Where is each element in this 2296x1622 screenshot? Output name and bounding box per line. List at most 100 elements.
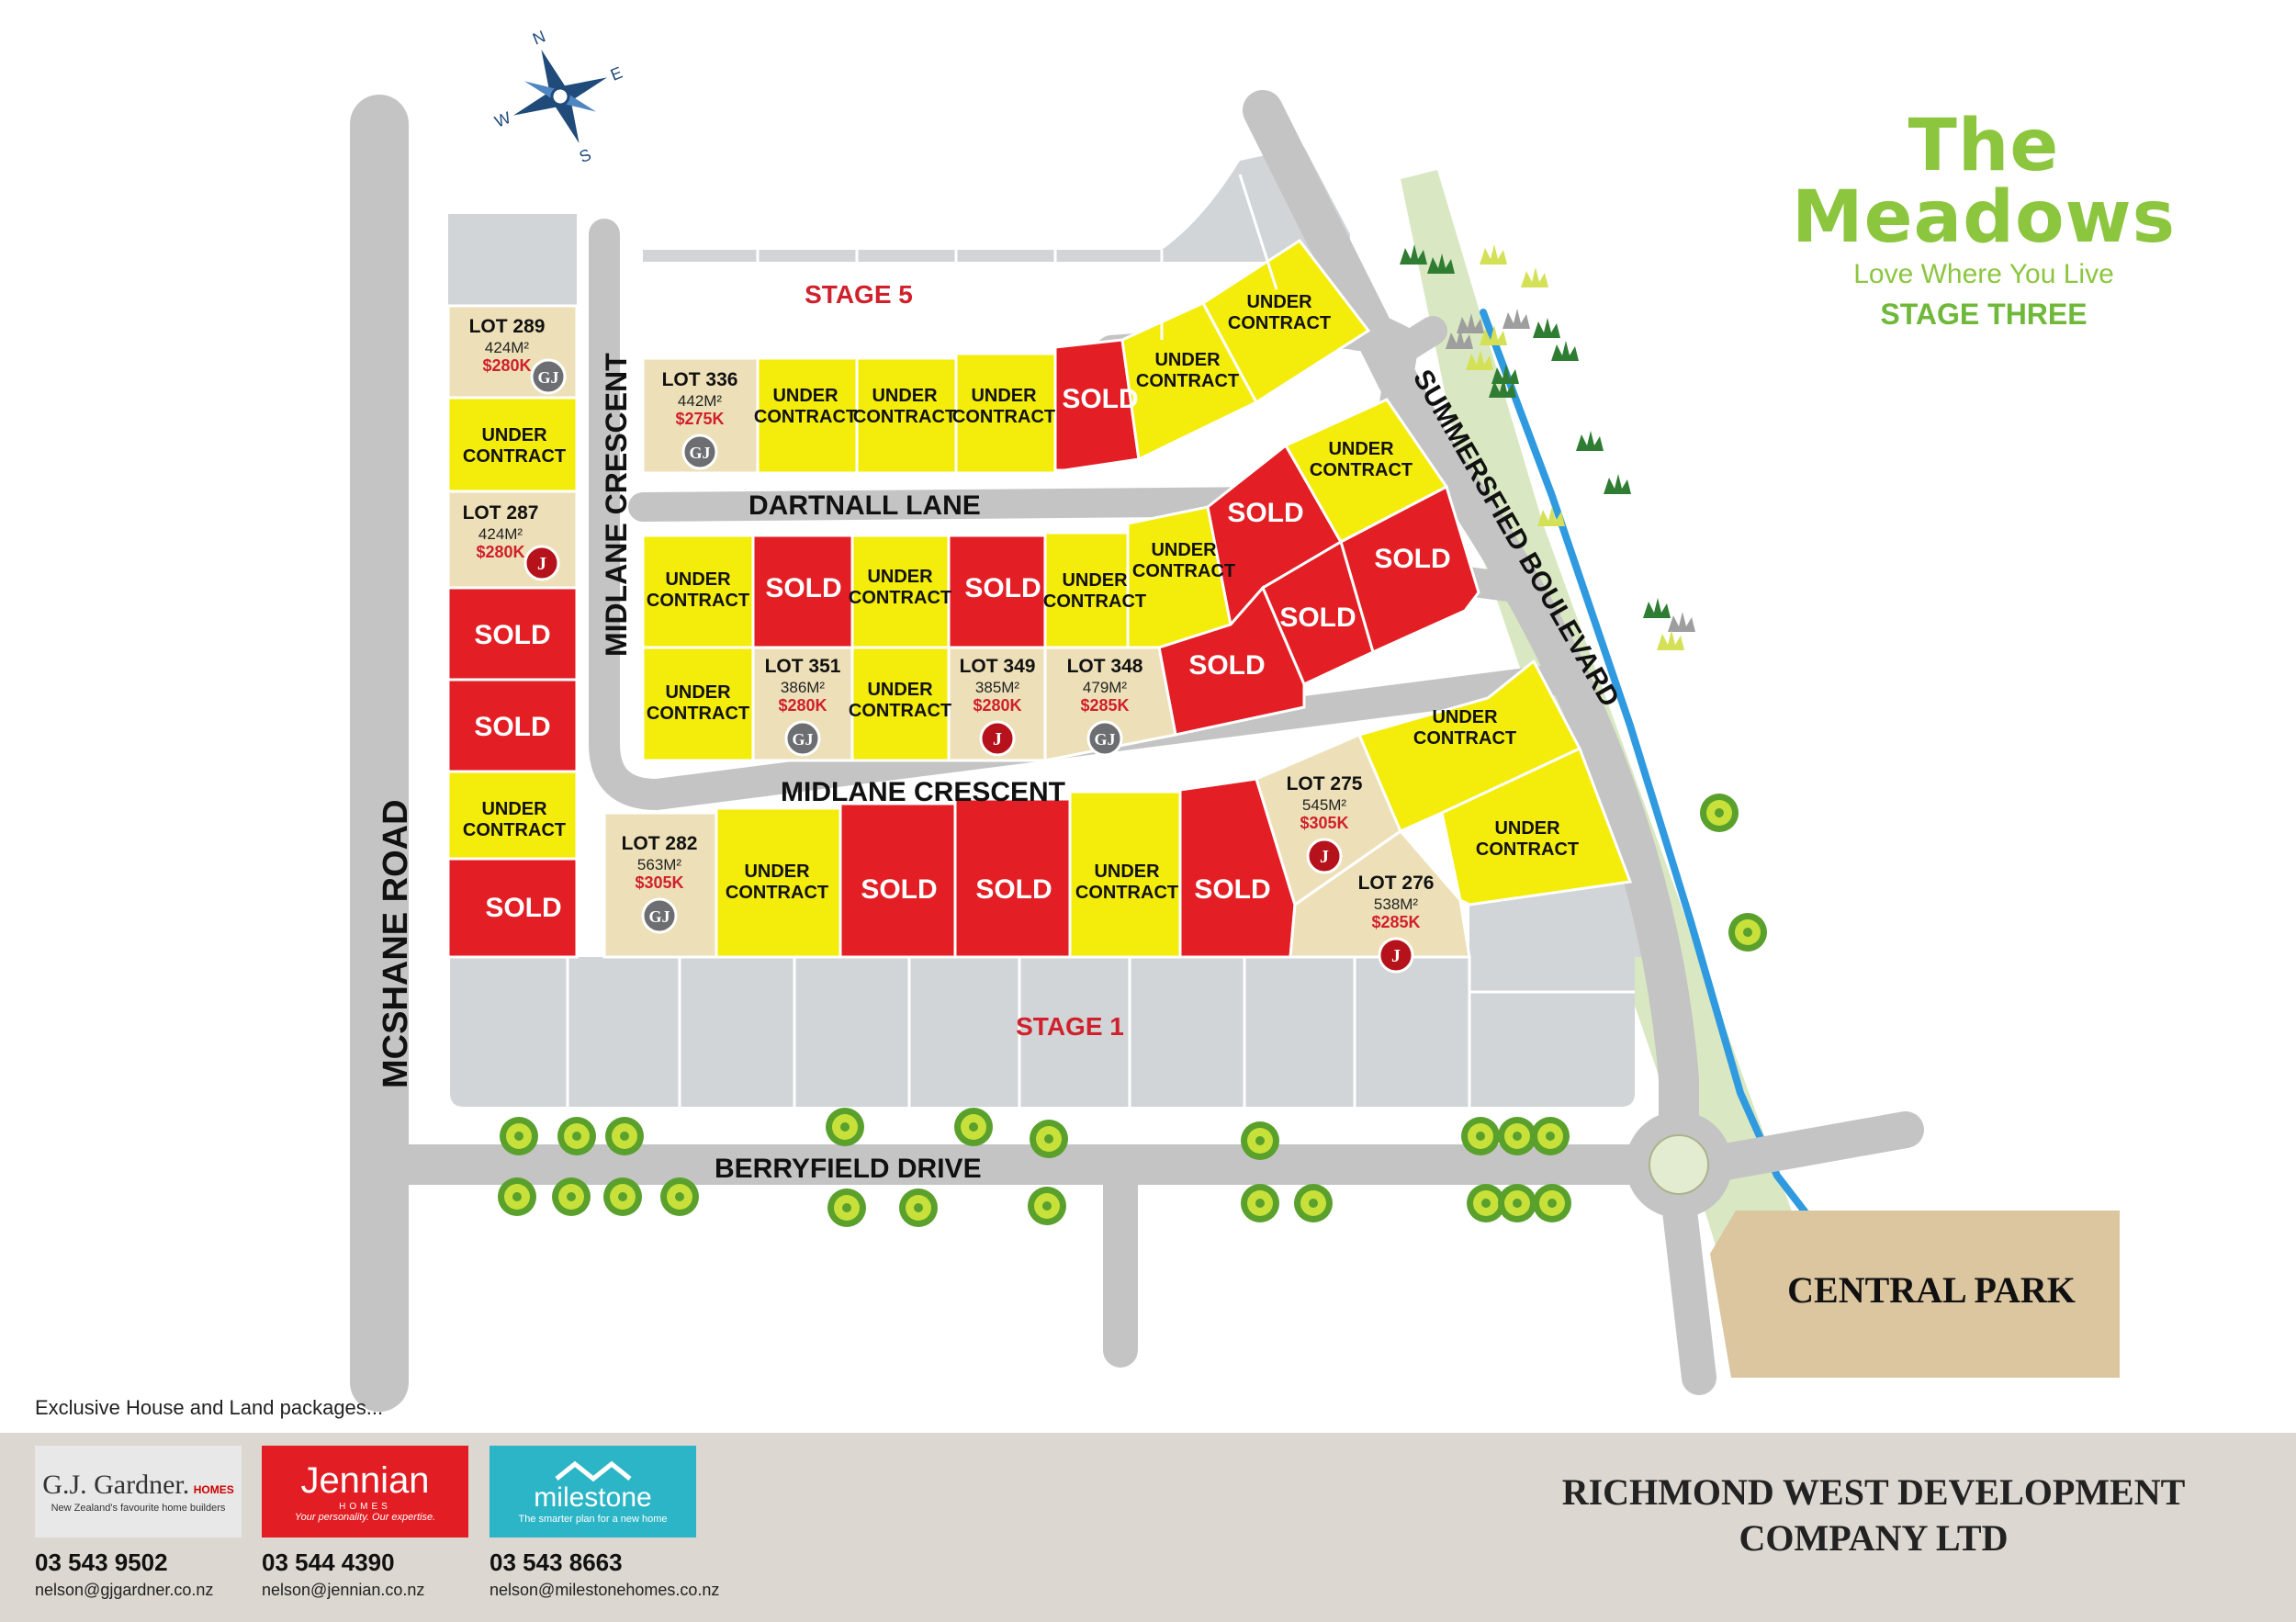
brand-tagline: Love Where You Live (1853, 259, 2114, 289)
sold-label: SOLD (861, 874, 937, 905)
lot-under-contract[interactable] (1068, 790, 1182, 959)
bush-icon (1576, 431, 1604, 451)
svg-text:479M²: 479M² (1083, 679, 1128, 696)
svg-text:CONTRACT: CONTRACT (463, 820, 566, 840)
gj-badge-icon (1086, 720, 1123, 757)
lot-under-contract[interactable] (954, 352, 1057, 475)
stage5-block (643, 147, 1350, 262)
svg-text:GJ: GJ (1094, 730, 1115, 749)
svg-text:CONTRACT: CONTRACT (952, 407, 1055, 427)
gj-badge-icon (641, 897, 678, 934)
lot-under-contract[interactable] (446, 770, 579, 861)
road-label-midlane: MIDLANE CRESCENT (781, 777, 1065, 807)
compass-e: E (608, 63, 625, 84)
jennian-email[interactable]: nelson@jennian.co.nz (262, 1581, 425, 1599)
svg-text:UNDER: UNDER (867, 680, 933, 700)
lot-sold[interactable] (446, 678, 579, 773)
tree-icon (899, 1188, 938, 1227)
svg-text:$305K: $305K (635, 873, 683, 892)
lot-sold[interactable] (953, 797, 1072, 959)
svg-text:CONTRACT: CONTRACT (1075, 883, 1178, 903)
gj-email[interactable]: nelson@gjgardner.co.nz (35, 1581, 214, 1599)
svg-text:UNDER: UNDER (1432, 707, 1498, 727)
lot-349[interactable] (947, 646, 1047, 762)
lot-under-contract[interactable] (756, 356, 859, 475)
lot-under-contract[interactable] (1043, 531, 1130, 649)
svg-text:J: J (1320, 847, 1329, 867)
road-label-dartnall: DARTNALL LANE (748, 490, 981, 521)
svg-text:$275K: $275K (675, 410, 724, 428)
milestone-logo-name: milestone (534, 1482, 652, 1513)
svg-text:UNDER: UNDER (1246, 292, 1312, 312)
lot-sold[interactable] (446, 586, 579, 681)
tree-icon (498, 1177, 536, 1216)
gj-logo-badge: HOMES (193, 1483, 234, 1496)
tree-icon (1531, 1117, 1570, 1155)
milestone-email[interactable]: nelson@milestonehomes.co.nz (490, 1581, 720, 1599)
lot-348[interactable] (1043, 646, 1177, 762)
lot-under-contract[interactable] (446, 396, 579, 493)
lot-under-contract[interactable] (715, 806, 842, 959)
svg-text:LOT 276: LOT 276 (1358, 873, 1435, 894)
gj-phone[interactable]: 03 543 9502 (35, 1549, 168, 1576)
svg-text:563M²: 563M² (637, 856, 682, 873)
brand-stage: STAGE THREE (1880, 298, 2088, 331)
svg-text:CONTRACT: CONTRACT (1228, 313, 1331, 333)
svg-text:GJ: GJ (537, 368, 558, 387)
svg-text:UNDER: UNDER (744, 862, 810, 882)
svg-text:545M²: 545M² (1302, 796, 1347, 814)
jennian-badge-icon (1306, 838, 1343, 874)
company-line-1: RICHMOND WEST DEVELOPMENT (1561, 1471, 2186, 1513)
jennian-badge-icon (979, 720, 1016, 757)
svg-text:$280K: $280K (476, 543, 524, 561)
tree-icon (826, 1108, 864, 1146)
svg-text:CONTRACT: CONTRACT (754, 407, 857, 427)
svg-text:$280K: $280K (778, 696, 827, 715)
lot-276[interactable] (1289, 828, 1471, 959)
svg-text:385M²: 385M² (975, 679, 1020, 696)
brand-block: The Meadows Love Where You Live STAGE TH… (1708, 110, 2259, 332)
stage1-label: STAGE 1 (1016, 1012, 1124, 1041)
bush-icon (1643, 598, 1671, 618)
lot-under-contract[interactable] (1440, 746, 1633, 907)
tree-icon (557, 1117, 596, 1155)
svg-text:GJ: GJ (792, 730, 813, 749)
bushes (1400, 244, 1695, 650)
bush-icon (1480, 325, 1507, 345)
svg-text:$280K: $280K (973, 696, 1021, 715)
svg-text:J: J (537, 554, 546, 574)
jennian-phone[interactable]: 03 544 4390 (262, 1549, 395, 1576)
lot-sold[interactable] (446, 857, 579, 959)
sold-label: SOLD (1227, 498, 1303, 528)
milestone-phone[interactable]: 03 543 8663 (490, 1549, 623, 1576)
svg-text:CONTRACT: CONTRACT (849, 701, 951, 721)
tree-icon (1241, 1121, 1279, 1160)
svg-text:CONTRACT: CONTRACT (726, 883, 828, 903)
compass-w: W (492, 108, 513, 131)
tree-icon (1498, 1117, 1536, 1155)
jennian-logo-sub: Your personality. Our expertise. (294, 1512, 436, 1523)
lot-sold[interactable] (1053, 338, 1141, 472)
svg-text:UNDER: UNDER (1154, 350, 1221, 370)
stage5-label: STAGE 5 (805, 280, 913, 309)
sold-label: SOLD (474, 620, 550, 650)
lot-under-contract[interactable] (855, 356, 958, 475)
lot-under-contract[interactable] (641, 646, 755, 762)
